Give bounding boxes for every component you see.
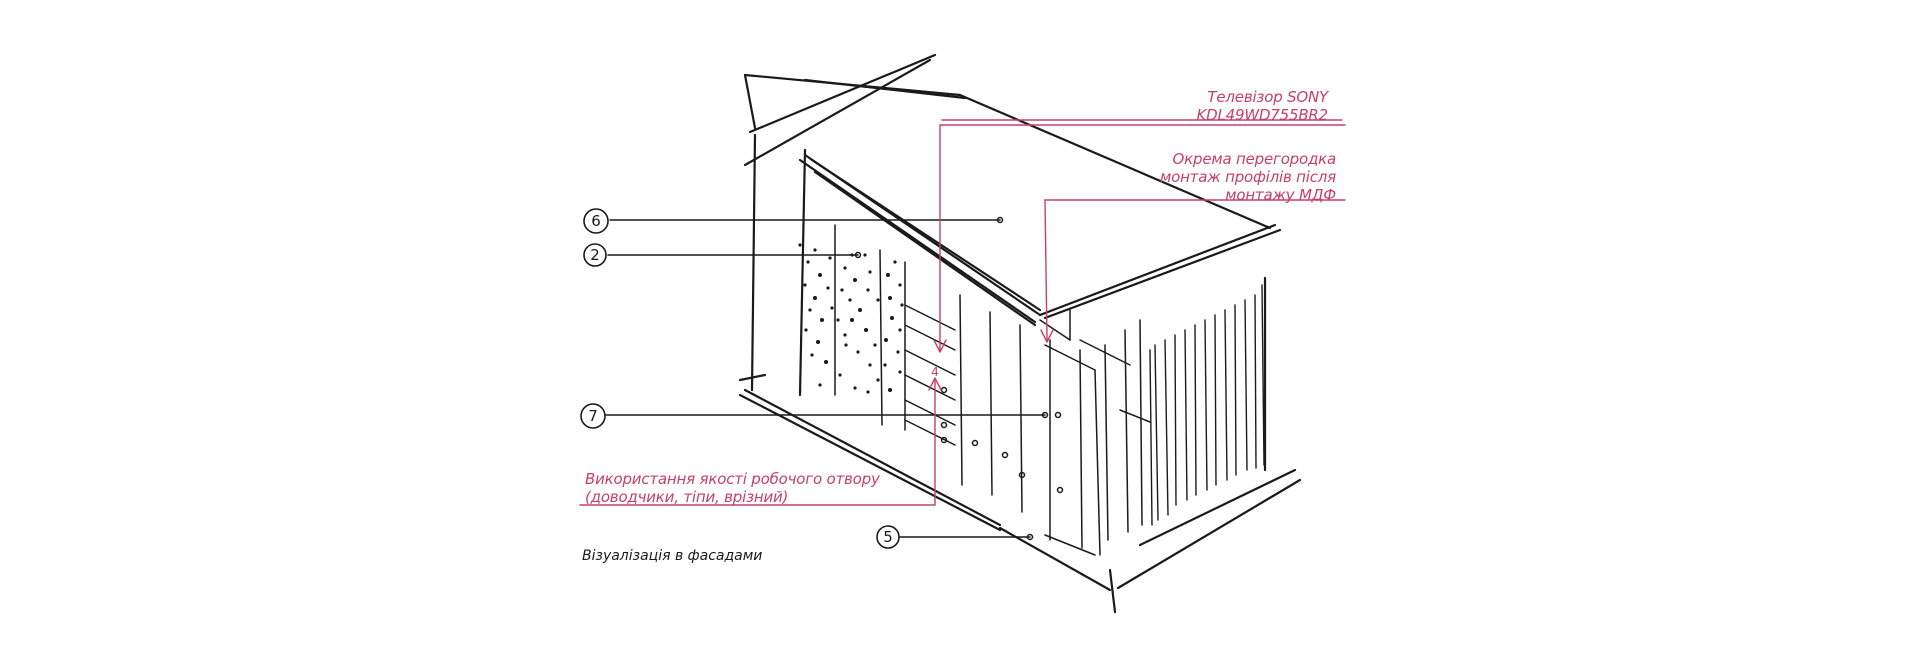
callout-leaders	[605, 216, 1049, 541]
partition-line-3: монтажу МДФ	[1225, 186, 1336, 204]
partition-line-2: монтаж профілів після	[1159, 168, 1336, 186]
cabinet-outline	[738, 53, 1302, 614]
sketch-caption: Візуалізація в фасадами	[582, 548, 763, 564]
svg-text:2: 2	[590, 246, 600, 264]
svg-text:6: 6	[591, 212, 601, 230]
perforated-pattern	[798, 243, 904, 394]
svg-text:5: 5	[883, 528, 893, 546]
partition-line-1: Окрема перегородка	[1172, 150, 1337, 168]
tv-model-name: Телевізор SONY	[1207, 88, 1328, 106]
callout-7: 7	[580, 403, 606, 429]
callout-5: 5	[876, 525, 900, 549]
fluted-side-panel	[1149, 284, 1265, 526]
callout-6: 6	[583, 208, 609, 234]
svg-text:7: 7	[588, 407, 598, 425]
depth-line-2: (доводчики, тіпи, врізний)	[585, 488, 789, 506]
tv-annotation: Телевізор SONY KDL49WD755BR2	[1197, 88, 1329, 124]
depth-annotation: Використання якості робочого отвору (дов…	[585, 470, 880, 506]
red-annotation-lines	[579, 119, 1346, 506]
handle-marks	[940, 386, 1064, 494]
tv-model-code: KDL49WD755BR2	[1196, 106, 1329, 124]
callout-2: 2	[583, 243, 607, 267]
callout-4: 4	[931, 365, 939, 379]
partition-annotation: Окрема перегородка монтаж профілів після…	[1160, 150, 1336, 204]
depth-line-1: Використання якості робочого отвору	[585, 470, 880, 488]
